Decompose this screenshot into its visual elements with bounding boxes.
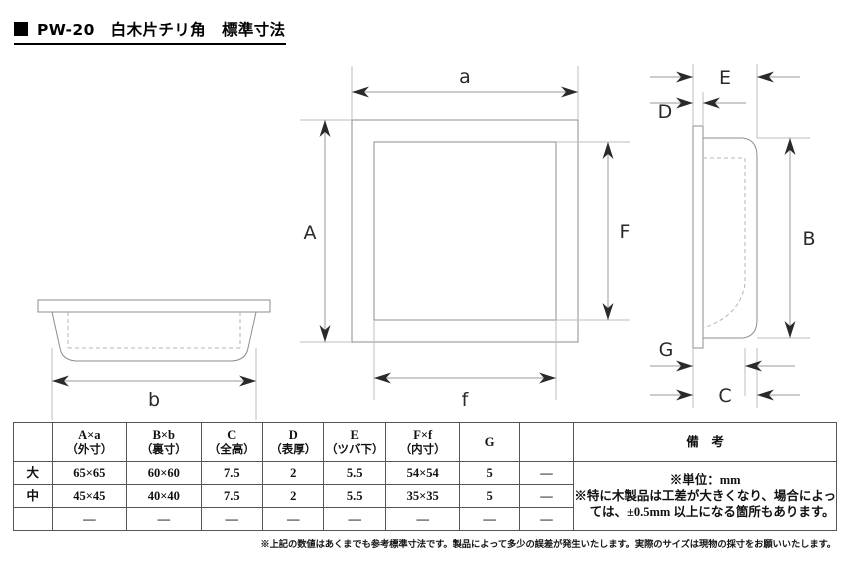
header-line2: （内寸） bbox=[399, 443, 446, 456]
header-cell-blank bbox=[518, 422, 575, 462]
cell-D: 2 bbox=[262, 484, 325, 508]
header-cell-G: G bbox=[459, 422, 520, 462]
cell-Ff: ― bbox=[384, 507, 461, 531]
dim-label-E: E bbox=[719, 67, 731, 89]
cell-Bb: ― bbox=[126, 507, 202, 531]
cell-Aa: ― bbox=[51, 507, 128, 531]
black-square-icon bbox=[14, 22, 28, 36]
header-line1: C bbox=[227, 427, 237, 442]
cell-C: ― bbox=[200, 507, 264, 531]
cell-blank: ― bbox=[518, 461, 575, 485]
table-header-row: A×a （外寸） B×b （裏寸） C （全高） D （表厚） E （ツバ下 bbox=[13, 422, 837, 462]
remark-line-2: ※特に木製品は工差が大きくなり、場合によっ bbox=[574, 489, 836, 503]
dim-label-a: a bbox=[459, 66, 471, 88]
specification-table: A×a （外寸） B×b （裏寸） C （全高） D （表厚） E （ツバ下 bbox=[13, 422, 837, 531]
cell-Bb: 40×40 bbox=[126, 484, 202, 508]
remarks-cell: ※単位：mm ※特に木製品は工差が大きくなり、場合によっ ては、±0.5mm 以… bbox=[573, 461, 837, 531]
header-cell-rowlabel bbox=[13, 422, 53, 462]
cell-G: 5 bbox=[459, 484, 520, 508]
cell-E: ― bbox=[323, 507, 386, 531]
cell-E: 5.5 bbox=[323, 461, 386, 485]
cell-blank: ― bbox=[518, 507, 575, 531]
header-line2: （外寸） bbox=[66, 443, 113, 456]
page-title-text: PW-20 白木片チリ角 標準寸法 bbox=[37, 21, 286, 39]
technical-drawing: a A f F b B E D G C bbox=[37, 64, 816, 420]
header-line1: F×f bbox=[413, 427, 433, 442]
header-line1: B×b bbox=[152, 427, 176, 442]
cell-Bb: 60×60 bbox=[126, 461, 202, 485]
header-line1: G bbox=[484, 435, 495, 449]
header-line1: E bbox=[350, 427, 359, 442]
profile-view bbox=[650, 64, 810, 408]
header-cell-Aa: A×a （外寸） bbox=[51, 422, 128, 462]
header-line2: （裏寸） bbox=[140, 443, 187, 456]
cell-Aa: 65×65 bbox=[51, 461, 128, 485]
dim-label-F: F bbox=[620, 221, 631, 243]
cell-C: 7.5 bbox=[200, 484, 264, 508]
cell-Aa: 45×45 bbox=[51, 484, 128, 508]
dim-label-G: G bbox=[659, 339, 674, 361]
cell-Ff: 54×54 bbox=[384, 461, 461, 485]
dim-label-b: b bbox=[148, 389, 160, 411]
table-row: ― ― ― ― ― ― ― ― bbox=[13, 507, 837, 531]
cell-G: 5 bbox=[459, 461, 520, 485]
header-cell-remarks: 備 考 bbox=[573, 422, 837, 462]
page-title: PW-20 白木片チリ角 標準寸法 bbox=[14, 18, 286, 45]
dim-label-D: D bbox=[658, 101, 673, 123]
header-line2: （ツバ下） bbox=[325, 443, 384, 456]
cell-G: ― bbox=[459, 507, 520, 531]
header-line2: （全高） bbox=[208, 443, 255, 456]
dim-label-f: f bbox=[462, 389, 470, 411]
remark-line-1: ※単位：mm bbox=[669, 473, 741, 487]
cell-Ff: 35×35 bbox=[384, 484, 461, 508]
row-label: 大 bbox=[13, 461, 53, 485]
cell-C: 7.5 bbox=[200, 461, 264, 485]
remark-line-3: ては、±0.5mm 以上になる箇所もあります。 bbox=[589, 505, 835, 519]
table-row: 中 45×45 40×40 7.5 2 5.5 35×35 5 ― bbox=[13, 484, 837, 508]
cell-D: 2 bbox=[262, 461, 325, 485]
header-cell-D: D （表厚） bbox=[262, 422, 325, 462]
header-cell-Ff: F×f （内寸） bbox=[384, 422, 461, 462]
section-view bbox=[37, 299, 271, 420]
footnote-text: ※上記の数値はあくまでも参考標準寸法です。製品によって多少の誤差が発生いたします… bbox=[260, 540, 836, 550]
row-label: 中 bbox=[13, 484, 53, 508]
header-cell-E: E （ツバ下） bbox=[323, 422, 386, 462]
front-view bbox=[300, 66, 630, 400]
header-cell-Bb: B×b （裏寸） bbox=[126, 422, 202, 462]
header-line2: （表厚） bbox=[270, 443, 317, 456]
header-cell-C: C （全高） bbox=[200, 422, 264, 462]
header-line1: A×a bbox=[78, 427, 101, 442]
cell-blank: ― bbox=[518, 484, 575, 508]
cell-E: 5.5 bbox=[323, 484, 386, 508]
dim-label-A: A bbox=[304, 222, 317, 244]
dim-label-B: B bbox=[802, 228, 815, 250]
table-row: 大 65×65 60×60 7.5 2 5.5 54×54 5 ― ※単位：mm… bbox=[13, 461, 837, 531]
row-label bbox=[13, 507, 53, 531]
dim-label-C: C bbox=[718, 385, 731, 407]
cell-D: ― bbox=[262, 507, 325, 531]
header-line1: D bbox=[288, 427, 298, 442]
